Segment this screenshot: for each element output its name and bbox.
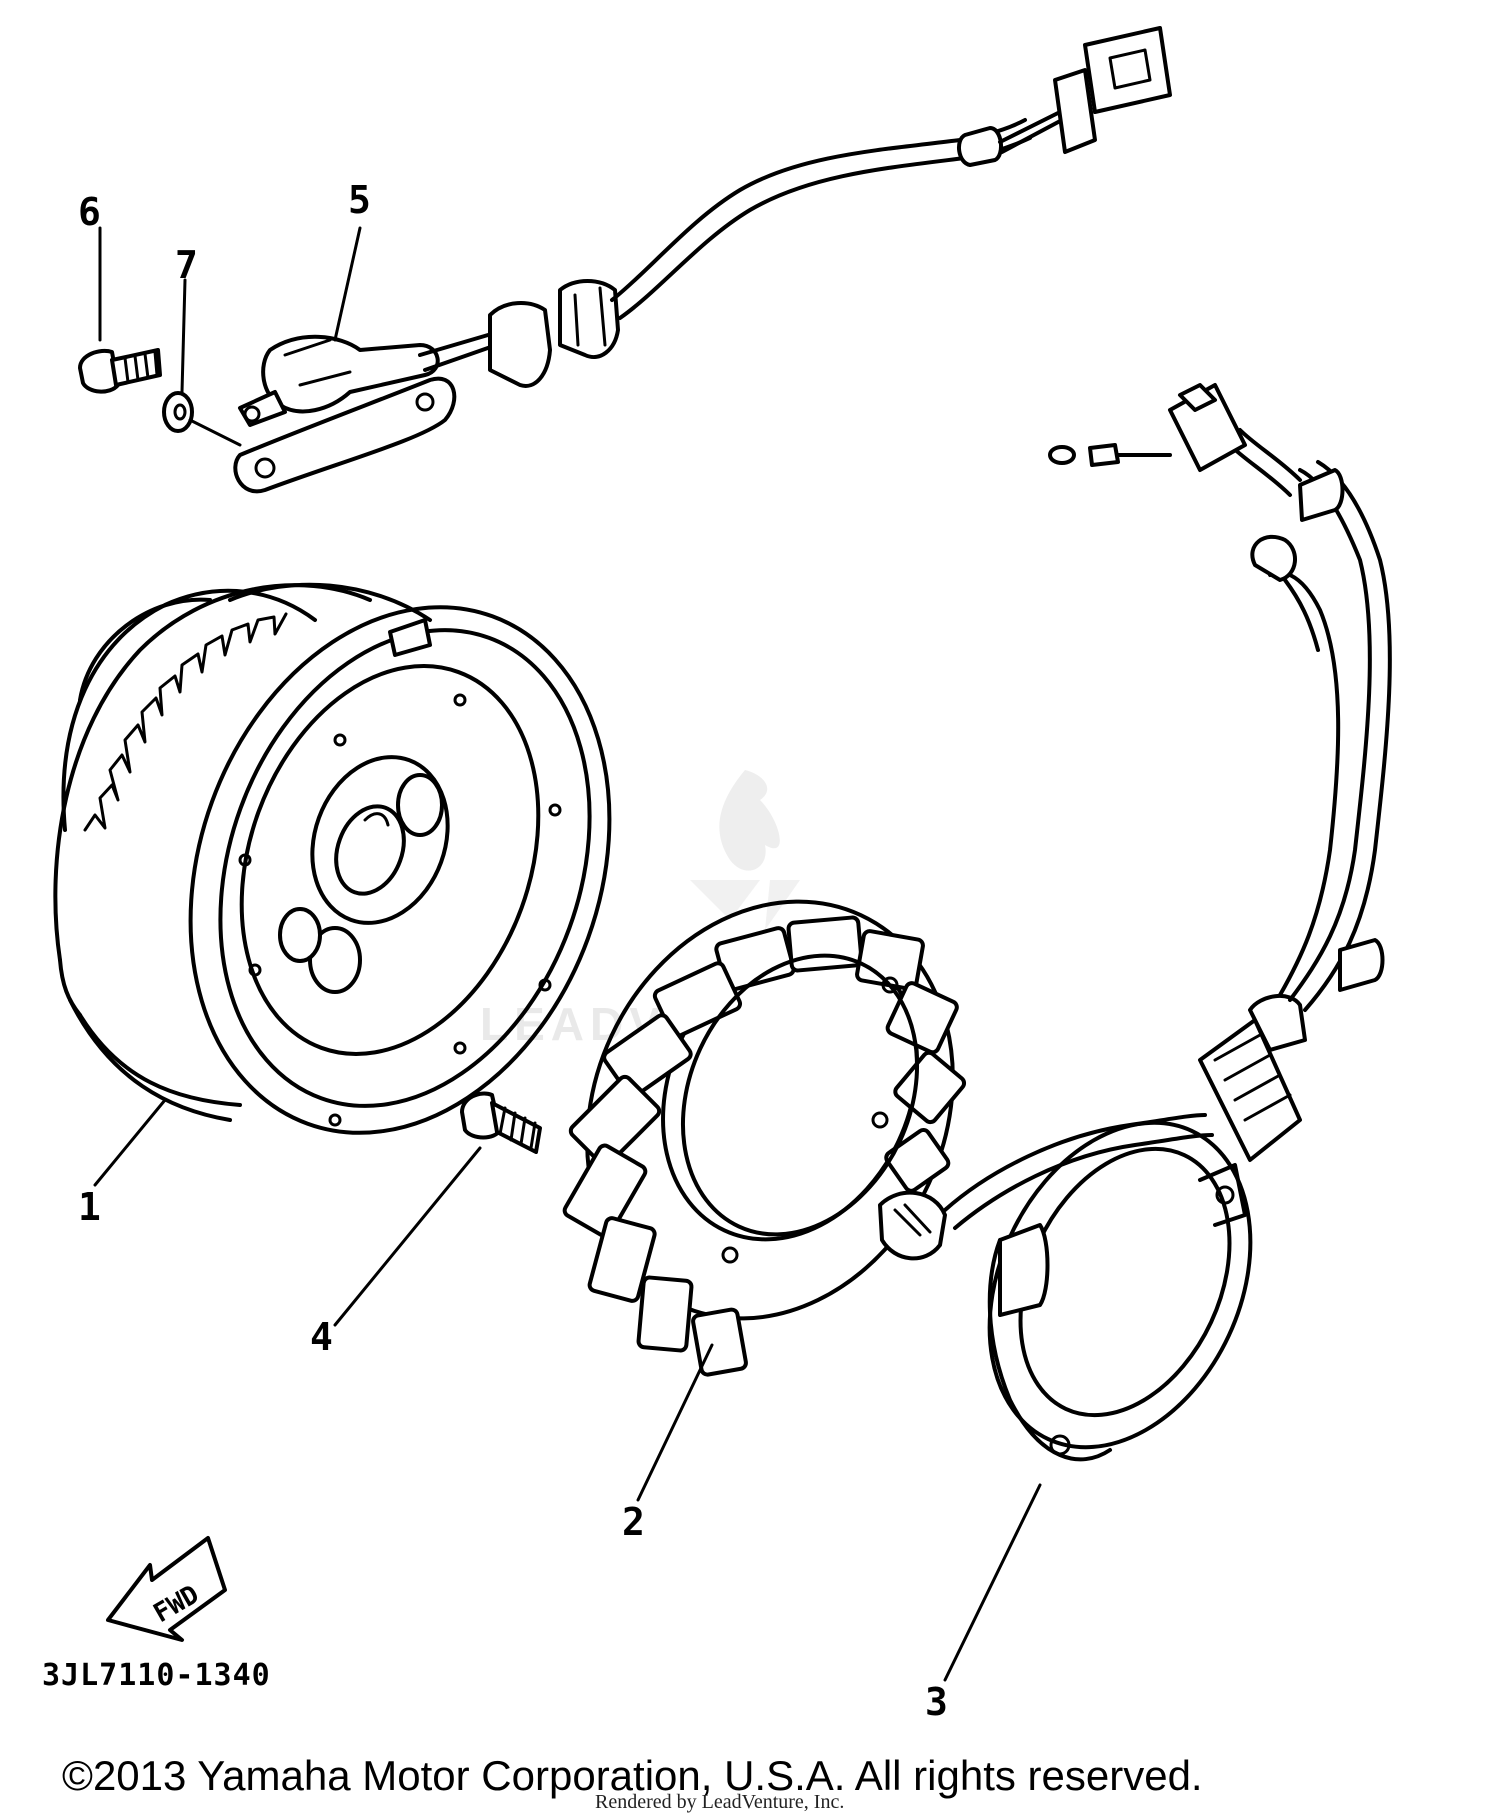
- flywheel-rotor-part-1: [53, 582, 612, 1135]
- washer-part-7: [162, 391, 242, 447]
- rendered-by-notice: Rendered by LeadVenture, Inc.: [595, 1791, 844, 1813]
- callout-6: 6: [78, 190, 101, 234]
- ring-gear-teeth: [83, 612, 288, 832]
- holder-part-3: [987, 1120, 1253, 1462]
- callout-2: 2: [622, 1500, 645, 1544]
- callout-1: 1: [78, 1185, 101, 1229]
- watermark-logo: [690, 770, 800, 930]
- pickup-coil-assembly: [233, 26, 1172, 494]
- callout-5: 5: [348, 178, 371, 222]
- copyright-notice: ©2013 Yamaha Motor Corporation, U.S.A. A…: [62, 1752, 1203, 1799]
- drawing-code: 3JL7110-1340: [42, 1658, 271, 1693]
- stator-harness: [1048, 383, 1392, 1162]
- fwd-arrow: FWD: [106, 1536, 227, 1642]
- callout-3: 3: [925, 1680, 948, 1724]
- bolt-part-4: [460, 1091, 542, 1154]
- stator-poles: [562, 915, 967, 1377]
- screw-part-6: [78, 348, 162, 394]
- stator-part-2: [562, 899, 1214, 1377]
- callout-7: 7: [175, 243, 198, 287]
- leader-lines: [93, 226, 1042, 1682]
- callout-4: 4: [310, 1315, 333, 1359]
- callouts: 6 7 5 1 4 2 3: [78, 178, 948, 1724]
